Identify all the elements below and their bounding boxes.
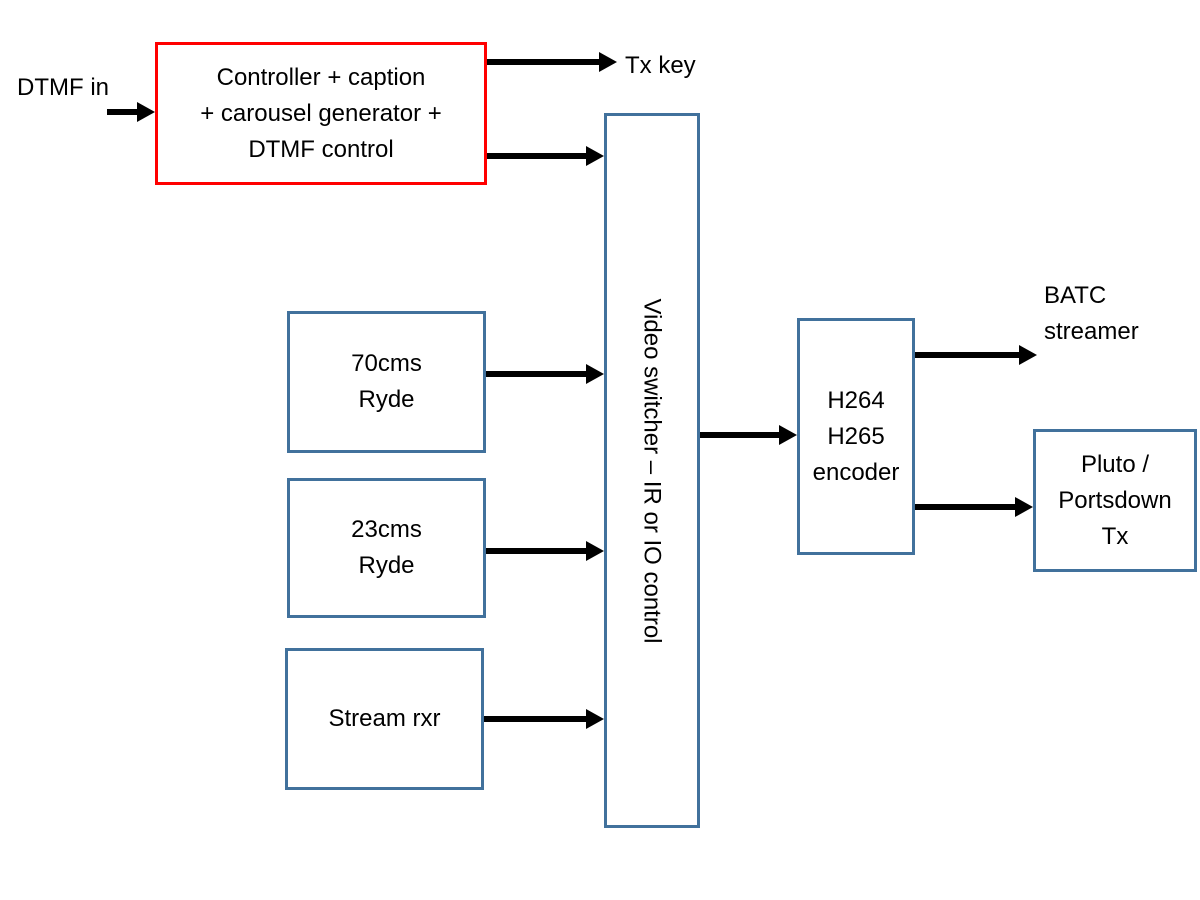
node-controller: Controller + caption + carousel generato… [155,42,487,185]
arrowhead-icon [586,541,604,561]
node-23cms-ryde-line1: 23cms [351,516,422,543]
node-70cms-ryde: 70cms Ryde [287,311,486,453]
arrow-controller-to-txkey [487,52,617,72]
node-video-switcher: Video switcher – IR or IO control [604,113,700,828]
arrow-shaft [915,352,1024,358]
label-batc-streamer: BATC streamer [1044,278,1139,350]
node-pluto-line3: Tx [1101,522,1129,550]
arrow-shaft [486,548,591,554]
arrowhead-icon [137,102,155,122]
node-encoder-line3: encoder [812,458,900,486]
arrowhead-icon [586,364,604,384]
arrow-controller-to-switcher [487,146,604,166]
node-stream-rxr: Stream rxr [285,648,484,790]
node-70cms-ryde-line2: Ryde [358,386,415,413]
node-encoder: H264 H265 encoder [797,318,915,555]
node-encoder-line2: H265 [827,422,885,450]
arrow-70cms-to-switcher [486,364,604,384]
node-controller-line2: + carousel generator + [200,99,442,127]
arrow-shaft [484,716,591,722]
node-encoder-line1: H264 [827,386,885,414]
arrowhead-icon [599,52,617,72]
arrow-shaft [486,371,591,377]
node-23cms-ryde-line2: Ryde [358,552,415,579]
node-70cms-ryde-line1: 70cms [351,350,422,377]
node-controller-line3: DTMF control [248,135,394,163]
arrow-switcher-to-encoder [700,425,797,445]
arrowhead-icon [586,146,604,166]
arrow-shaft [487,59,604,65]
node-controller-line1: Controller + caption [216,63,426,91]
node-video-switcher-label: Video switcher – IR or IO control [639,297,667,644]
node-stream-rxr-line1: Stream rxr [328,705,441,732]
arrow-encoder-to-batc [915,345,1037,365]
arrowhead-icon [1019,345,1037,365]
node-pluto-portsdown-tx: Pluto / Portsdown Tx [1033,429,1197,572]
node-pluto-line1: Pluto / [1080,450,1150,478]
label-batc-streamer-line1: BATC [1044,282,1107,309]
label-dtmf-in: DTMF in [17,74,109,101]
arrow-shaft [700,432,784,438]
node-23cms-ryde: 23cms Ryde [287,478,486,618]
arrowhead-icon [1015,497,1033,517]
arrow-23cms-to-switcher [486,541,604,561]
arrow-dtmf-to-controller [107,102,155,122]
arrow-shaft [915,504,1020,510]
arrowhead-icon [586,709,604,729]
label-tx-key: Tx key [625,52,696,79]
arrow-encoder-to-pluto [915,497,1033,517]
arrow-streamrxr-to-switcher [484,709,604,729]
label-batc-streamer-line2: streamer [1044,318,1139,345]
arrow-shaft [107,109,142,115]
node-pluto-line2: Portsdown [1058,486,1172,514]
arrowhead-icon [779,425,797,445]
arrow-shaft [487,153,591,159]
